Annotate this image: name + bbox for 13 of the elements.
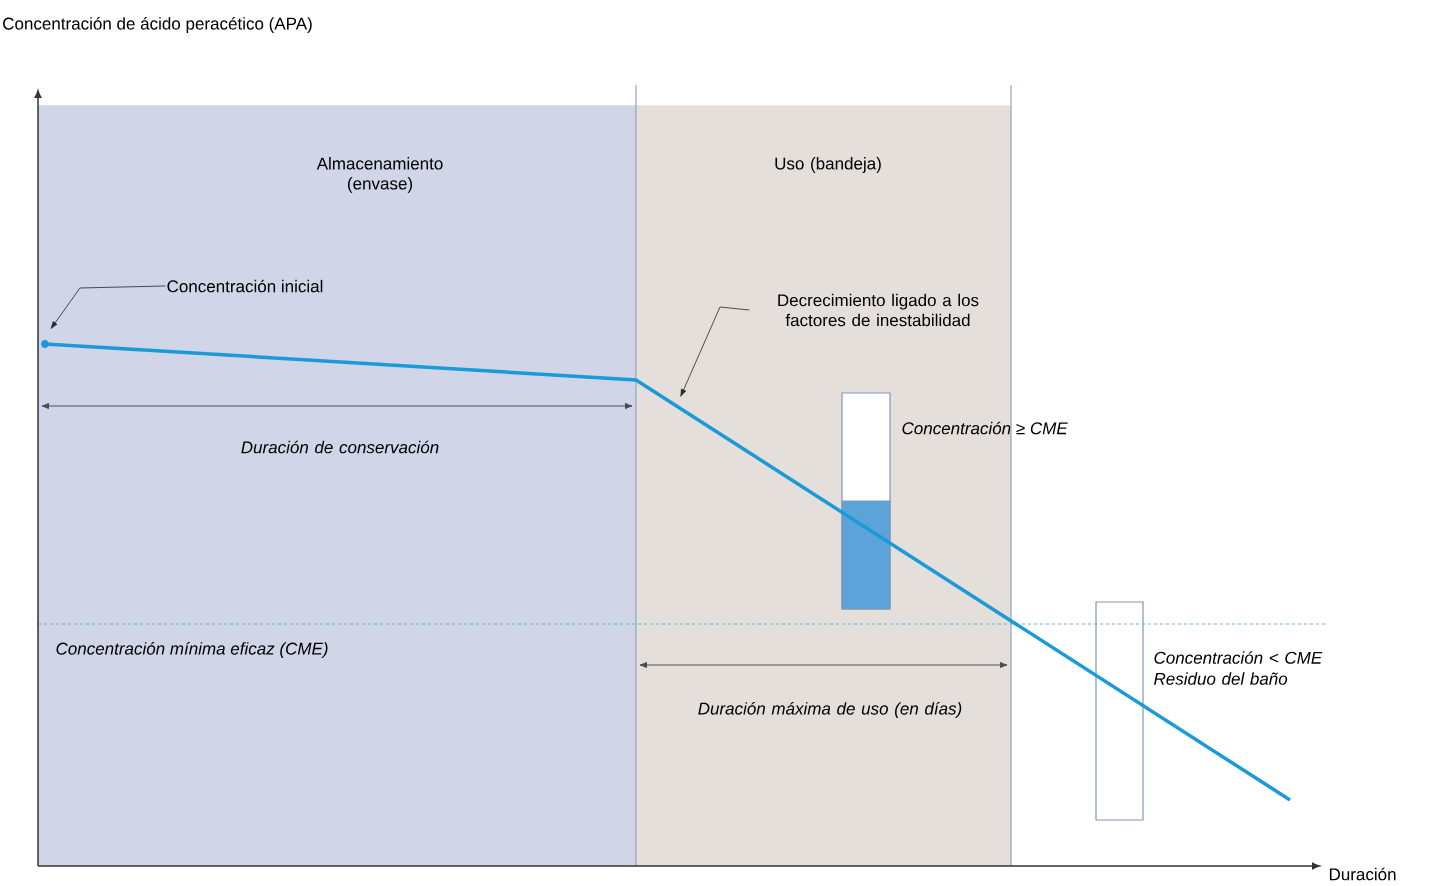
label: Duración máxima de uso (en días): [698, 702, 962, 718]
bar-caption: Concentración ≥ CME: [902, 421, 1068, 435]
text: Decrecimiento ligado a los factores de inestabilidad: [778, 293, 979, 327]
bar-caption: Concentración < CME Residuo del baño: [1154, 651, 1323, 685]
level-bar: [1095, 601, 1144, 821]
label: Duración de conservación: [241, 440, 439, 454]
leader-line: [50, 285, 166, 329]
title: Concentración de ácido peracético (APA): [3, 17, 312, 33]
leader-line: [680, 306, 750, 397]
level-bar: [841, 392, 891, 610]
text: Concentración inicial: [167, 279, 323, 293]
label: Concentración mínima eficaz (CME): [56, 642, 328, 658]
label: Duración: [1329, 867, 1396, 881]
